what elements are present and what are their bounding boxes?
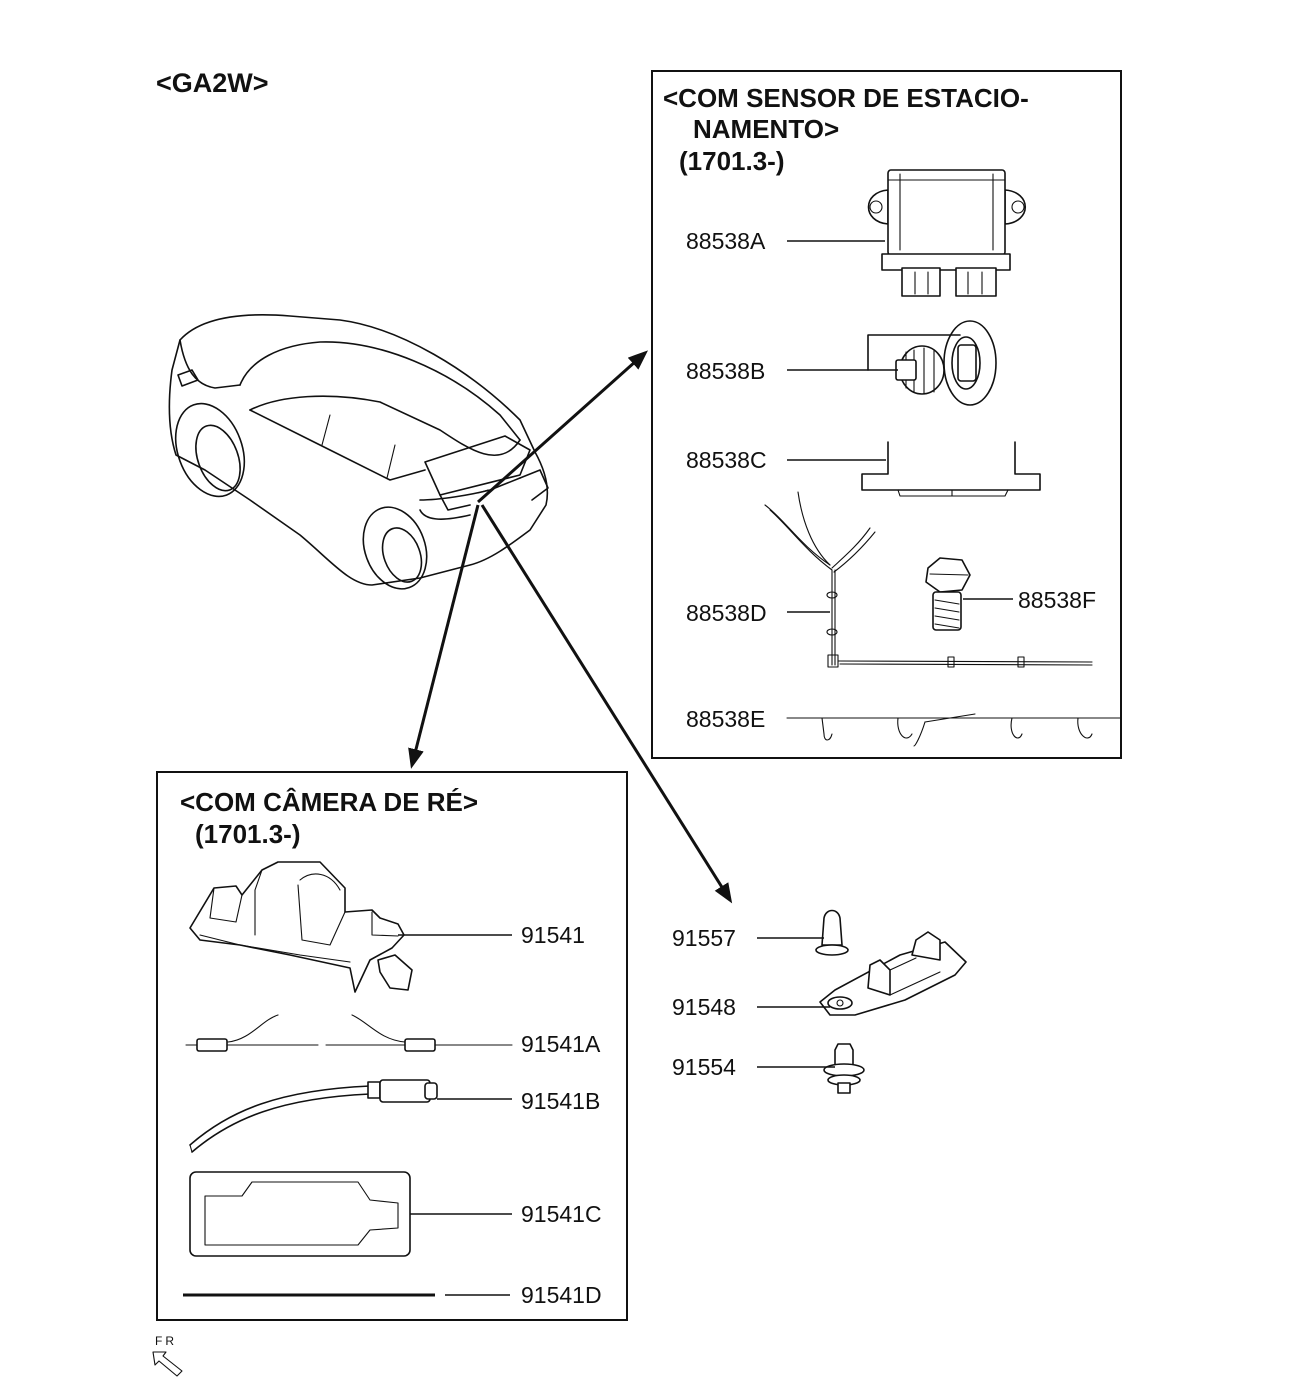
label-88538B: 88538B xyxy=(686,358,765,384)
label-88538C: 88538C xyxy=(686,447,767,473)
pointer-arrow-rear-camera xyxy=(408,504,480,769)
label-88538D: 88538D xyxy=(686,600,767,626)
part-91548-drawing xyxy=(819,931,967,1016)
label-91541C: 91541C xyxy=(521,1201,602,1227)
label-91557: 91557 xyxy=(672,925,736,951)
label-91554: 91554 xyxy=(672,1054,736,1080)
part-91541B-drawing xyxy=(189,1079,512,1153)
front-indicator-label: FR xyxy=(155,1334,177,1348)
part-91541A-drawing xyxy=(185,1014,513,1052)
label-88538E: 88538E xyxy=(686,706,765,732)
label-91541D: 91541D xyxy=(521,1282,602,1308)
label-91541A: 91541A xyxy=(521,1031,601,1057)
parking-sensor-date-range: (1701.3-) xyxy=(679,146,785,176)
part-88538A-drawing xyxy=(867,169,1027,297)
pointer-arrow-parking-sensor xyxy=(477,350,648,504)
model-code: <GA2W> xyxy=(156,68,269,98)
front-direction-indicator: FR xyxy=(152,1334,183,1377)
part-91541-drawing xyxy=(189,861,413,993)
part-88538B-drawing xyxy=(867,320,997,406)
label-88538A: 88538A xyxy=(686,228,766,254)
part-91554-drawing xyxy=(823,1043,865,1094)
label-88538F: 88538F xyxy=(1018,587,1096,613)
parking-sensor-box: <COM SENSOR DE ESTACIO- NAMENTO> (1701.3… xyxy=(651,70,1122,759)
label-91548: 91548 xyxy=(672,994,736,1020)
part-88538E-drawing xyxy=(786,713,1121,747)
pointer-arrow-license-lamp xyxy=(480,504,733,904)
part-91541C-drawing xyxy=(189,1171,411,1257)
part-88538F-drawing xyxy=(925,557,971,631)
rear-camera-date-range: (1701.3-) xyxy=(195,819,301,849)
part-88538C-drawing xyxy=(861,441,1041,497)
rear-camera-box: <COM CÂMERA DE RÉ> (1701.3-) 91541 91541… xyxy=(156,771,628,1321)
rear-camera-heading: <COM CÂMERA DE RÉ> xyxy=(180,787,478,817)
label-91541: 91541 xyxy=(521,922,585,948)
parking-sensor-heading-line1: <COM SENSOR DE ESTACIO- xyxy=(663,83,1029,113)
part-91557-drawing xyxy=(815,909,849,956)
label-91541B: 91541B xyxy=(521,1088,600,1114)
license-lamp-group: 91557 91548 91554 xyxy=(672,909,967,1094)
parking-sensor-heading-line2: NAMENTO> xyxy=(693,114,839,144)
part-88538D-drawing xyxy=(764,491,1093,668)
vehicle-illustration xyxy=(168,314,549,590)
front-arrow-icon xyxy=(152,1351,183,1377)
